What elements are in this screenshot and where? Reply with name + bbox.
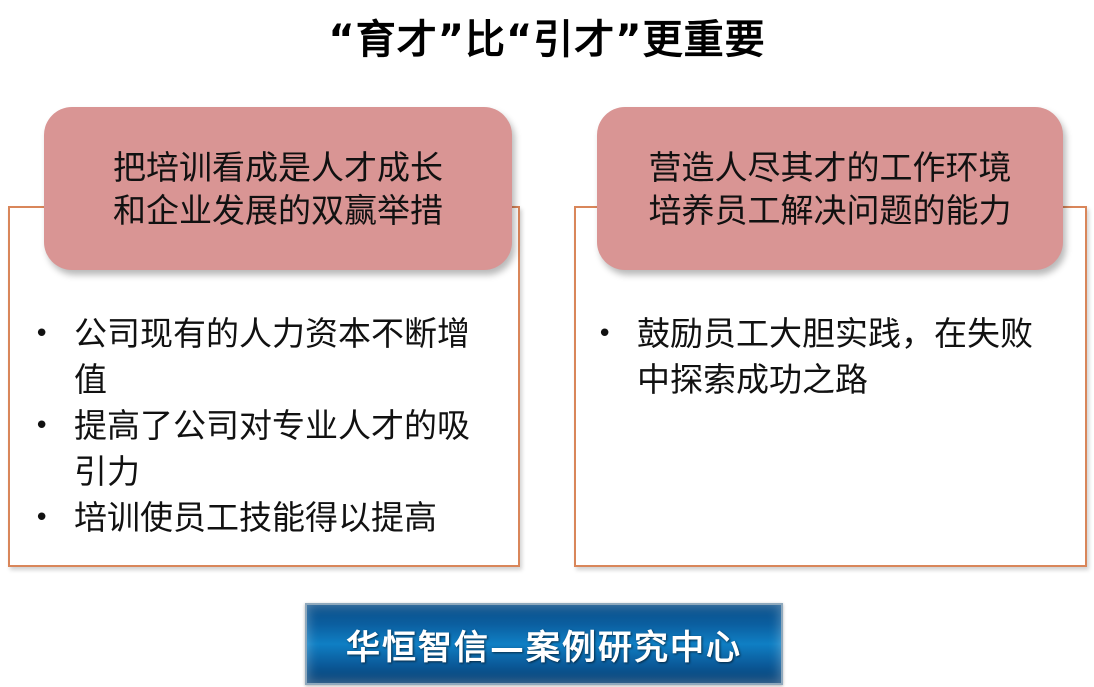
left-heading-line-1: 把培训看成是人才成长 <box>113 147 443 187</box>
bullet-icon: • <box>34 411 50 441</box>
footer-banner: 华恒智信—案例研究中心 <box>305 603 783 685</box>
bullet-icon: • <box>34 503 50 533</box>
slide-title: “育才”比“引才”更重要 <box>328 17 766 63</box>
bullet-text: 公司现有的人力资本不断增值 <box>74 314 470 399</box>
right-bullet-list: • 鼓励员工大胆实践，在失败中探索成功之路 <box>584 311 1064 403</box>
left-card-heading: 把培训看成是人才成长 和企业发展的双赢举措 <box>44 107 512 270</box>
bullet-icon: • <box>34 319 50 349</box>
list-item: • 鼓励员工大胆实践，在失败中探索成功之路 <box>584 311 1064 403</box>
bullet-text: 鼓励员工大胆实践，在失败中探索成功之路 <box>637 314 1033 399</box>
bullet-icon: • <box>597 319 613 349</box>
bullet-text: 培训使员工技能得以提高 <box>74 498 437 537</box>
right-heading-line-2: 培养员工解决问题的能力 <box>648 190 1012 230</box>
right-heading-line-1: 营造人尽其才的工作环境 <box>648 147 1012 187</box>
footer-banner-text: 华恒智信—案例研究中心 <box>346 627 742 668</box>
list-item: • 培训使员工技能得以提高 <box>21 495 496 541</box>
bullet-text: 提高了公司对专业人才的吸引力 <box>74 406 470 491</box>
left-heading-line-2: 和企业发展的双赢举措 <box>113 190 443 230</box>
list-item: • 提高了公司对专业人才的吸引力 <box>21 403 496 495</box>
list-item: • 公司现有的人力资本不断增值 <box>21 311 496 403</box>
left-bullet-list: • 公司现有的人力资本不断增值 • 提高了公司对专业人才的吸引力 • 培训使员工… <box>21 311 496 541</box>
right-card-heading: 营造人尽其才的工作环境 培养员工解决问题的能力 <box>597 107 1063 270</box>
